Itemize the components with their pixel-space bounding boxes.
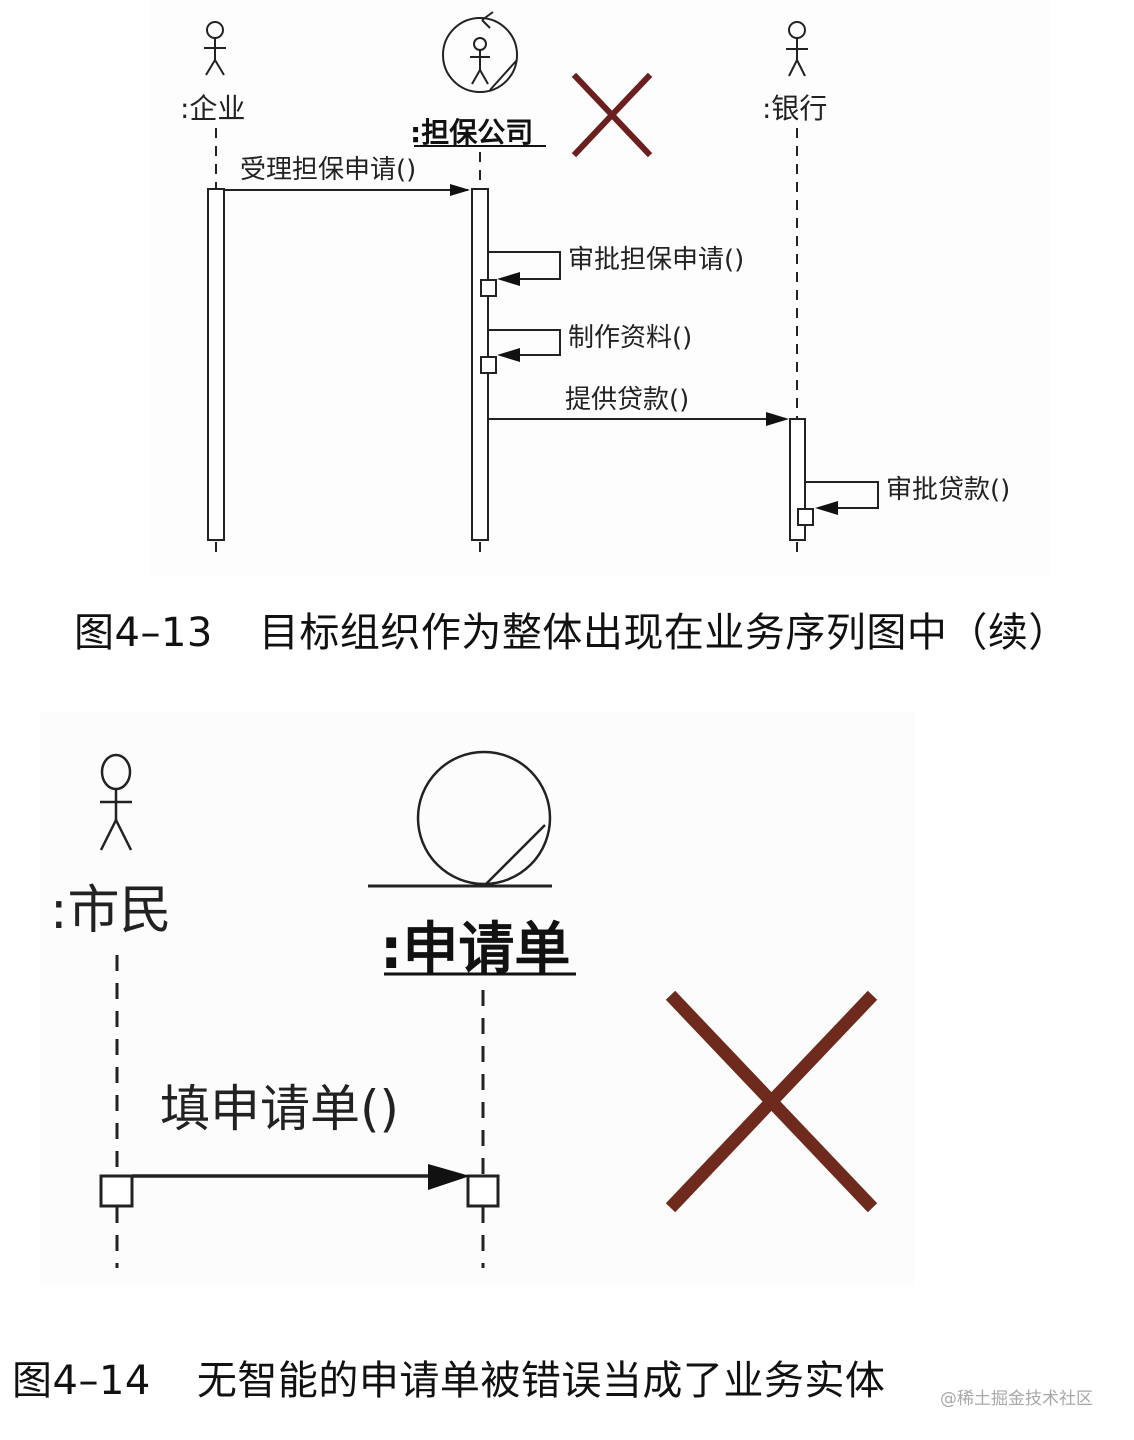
message-label: 受理担保申请()	[240, 155, 416, 185]
figure-4-13-diagram: :企业 :担保公司 :银行	[150, 0, 1050, 580]
message-label: 提供贷款()	[565, 385, 689, 415]
incorrect-x-icon	[571, 72, 653, 158]
figure-4-14-caption: 图4–14 无智能的申请单被错误当成了业务实体	[12, 1348, 885, 1406]
lifeline-label-application-form: :申请单	[380, 917, 570, 982]
lifeline-label-enterprise: :企业	[180, 92, 245, 125]
caption-number: 图4–13	[74, 610, 213, 656]
activation-bars	[207, 188, 814, 541]
caption-number: 图4–14	[12, 1358, 151, 1404]
message-label: 审批担保申请()	[568, 245, 744, 275]
message-label: 制作资料()	[568, 323, 692, 353]
lifelines	[115, 955, 485, 1268]
caption-text: 无智能的申请单被错误当成了业务实体	[196, 1358, 886, 1404]
lifeline-label-bank: :银行	[762, 92, 827, 125]
watermark: @稀土掘金技术社区	[940, 1389, 1093, 1409]
actor-icon	[786, 21, 808, 77]
caption-text: 目标组织作为整体出现在业务序列图中（续）	[258, 610, 1069, 656]
business-worker-icon	[442, 11, 518, 93]
lifeline-label-guarantee-company: :担保公司	[410, 116, 533, 149]
lifelines	[215, 128, 798, 560]
activation-bars	[99, 1174, 500, 1208]
entity-icon	[368, 750, 552, 888]
figure-4-13-caption: 图4–13 目标组织作为整体出现在业务序列图中（续）	[74, 600, 1069, 658]
incorrect-x-icon	[665, 990, 878, 1213]
actor-icon	[204, 21, 226, 76]
message-label: 审批贷款()	[886, 475, 1010, 505]
message-label: 填申请单()	[160, 1080, 399, 1138]
figure-4-14-diagram: :市民 :申请单 填申请单()	[40, 712, 920, 1292]
actor-icon	[99, 753, 133, 851]
lifeline-label-citizen: :市民	[50, 881, 172, 941]
